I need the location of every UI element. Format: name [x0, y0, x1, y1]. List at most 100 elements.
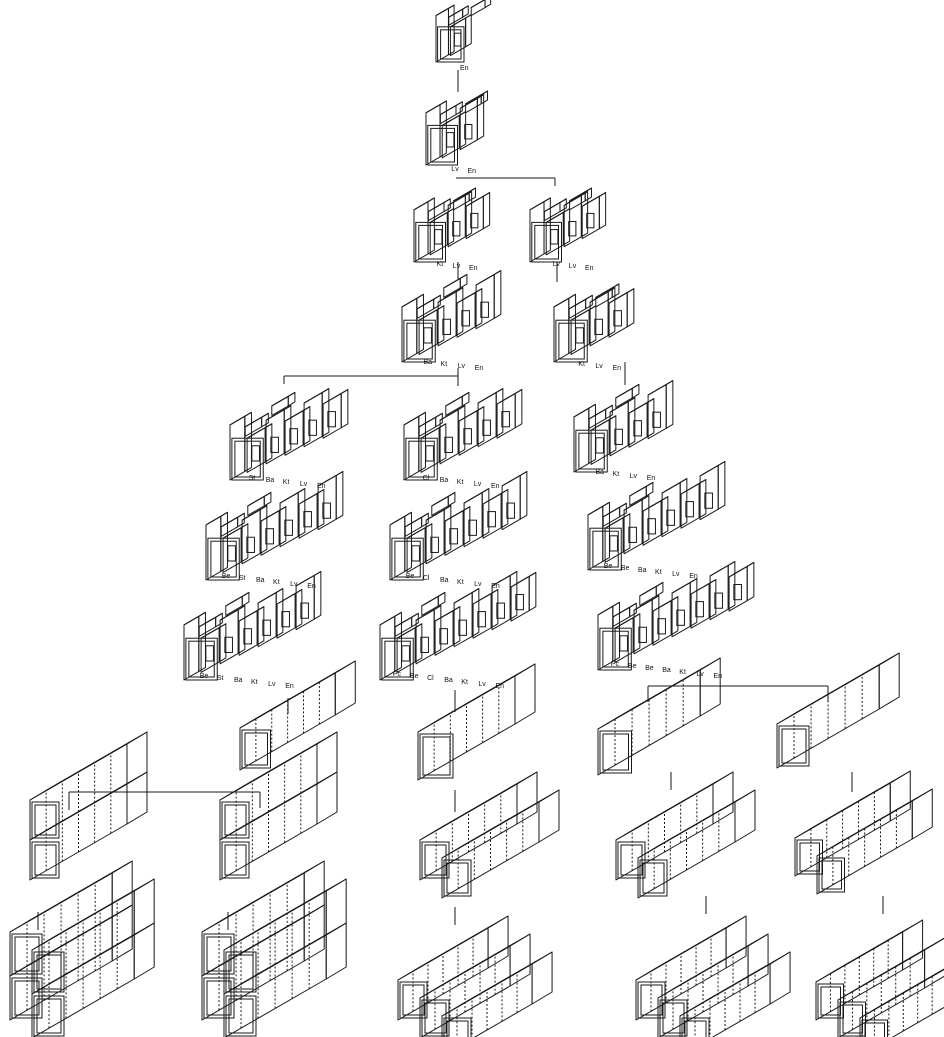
box-face — [609, 293, 627, 338]
box-face — [323, 394, 341, 439]
room-label: Lv — [290, 581, 298, 588]
panel — [447, 133, 454, 147]
room-label: Be — [410, 673, 419, 680]
box-face — [407, 528, 425, 573]
box-face — [127, 772, 147, 824]
box-face — [748, 934, 768, 986]
box-face — [245, 417, 261, 436]
box-face — [419, 417, 435, 436]
box-face — [230, 412, 251, 425]
room-label: Ba — [234, 677, 243, 684]
box-face — [239, 607, 264, 621]
room-label: Kt — [655, 569, 662, 576]
box-face — [112, 861, 132, 917]
box-face — [341, 390, 348, 428]
box-face — [609, 289, 634, 303]
end-frame — [222, 842, 249, 878]
box-face — [478, 389, 503, 403]
panel — [424, 328, 432, 343]
box-face — [510, 934, 530, 986]
panel — [435, 230, 442, 244]
box-face — [395, 617, 411, 636]
box-face — [247, 424, 272, 438]
room-label: Kt — [679, 669, 686, 676]
box-face — [247, 428, 265, 473]
box-face — [471, 0, 485, 16]
box-face — [457, 293, 475, 338]
box-face — [591, 420, 609, 465]
box-face — [726, 916, 746, 968]
box-face — [466, 193, 489, 207]
container-module — [777, 653, 899, 768]
box-face — [436, 5, 454, 16]
box-face — [729, 562, 754, 576]
room-label: Lv — [474, 481, 482, 488]
tree-connectors — [38, 70, 883, 930]
box-face — [419, 306, 444, 320]
box-face — [430, 213, 447, 255]
box-face — [713, 772, 733, 824]
room-label: Kt — [273, 579, 280, 586]
room-label: Kt — [457, 479, 464, 486]
room-label: En — [496, 683, 505, 690]
room-label: Be — [645, 665, 654, 672]
box-face — [634, 596, 659, 610]
room-label: En — [714, 673, 723, 680]
room-label: Lv — [478, 681, 486, 688]
room-label: Kt — [283, 479, 290, 486]
box-face — [426, 101, 446, 113]
box-face — [277, 590, 302, 604]
box-face — [539, 790, 559, 842]
box-face — [483, 193, 489, 229]
box-face — [681, 480, 706, 494]
box-face — [571, 306, 596, 320]
box-face — [747, 562, 754, 600]
module-cluster — [390, 472, 527, 580]
room-label: Lv — [300, 481, 308, 488]
room-label: Be — [222, 573, 231, 580]
box-face — [442, 116, 459, 158]
box-face — [627, 289, 634, 327]
box-face — [223, 524, 248, 538]
box-face — [245, 412, 252, 471]
box-face — [440, 406, 465, 420]
box-face — [224, 935, 326, 1037]
box-face — [511, 576, 529, 621]
room-label: Ba — [638, 567, 647, 574]
box-face — [326, 923, 346, 979]
box-face — [442, 112, 465, 126]
panel — [426, 446, 434, 461]
room-label: Ba — [256, 577, 265, 584]
box-face — [629, 403, 647, 448]
box-face — [520, 472, 527, 520]
box-face — [662, 479, 687, 493]
room-label: En — [613, 365, 622, 372]
box-face — [317, 732, 337, 784]
module-cluster — [554, 284, 634, 362]
panel — [412, 546, 420, 561]
box-face — [445, 507, 470, 521]
box-face — [428, 203, 444, 221]
box-face — [582, 193, 605, 207]
box-face — [397, 624, 422, 638]
module-cluster — [588, 462, 725, 570]
box-face — [466, 15, 472, 47]
box-face — [402, 294, 423, 307]
box-face — [335, 661, 355, 715]
box-face — [336, 472, 343, 520]
box-face — [879, 653, 899, 709]
box-face — [494, 271, 501, 319]
room-label: Kt — [461, 679, 468, 686]
box-face — [199, 612, 206, 671]
box-face — [532, 952, 552, 1004]
box-face — [838, 950, 925, 1037]
panel — [610, 536, 618, 551]
panel — [454, 33, 460, 46]
box-face — [710, 562, 735, 576]
modules-layer — [10, 0, 944, 1037]
box-face — [477, 95, 483, 140]
room-label: Cl — [423, 475, 430, 482]
box-face — [629, 399, 654, 413]
room-label: Ba — [440, 577, 449, 584]
box-face — [199, 617, 215, 636]
